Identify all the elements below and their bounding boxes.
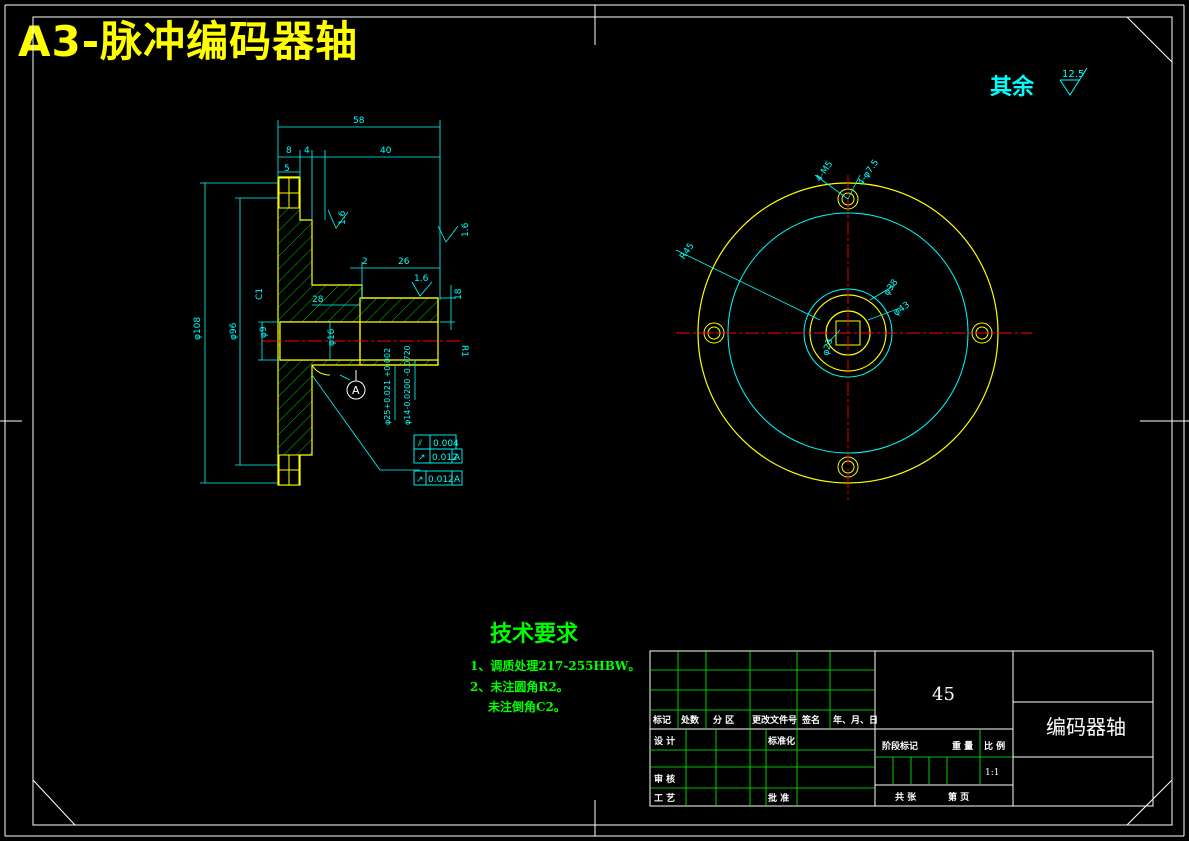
part-name: 编码器轴 bbox=[1046, 715, 1126, 739]
drawing-frame bbox=[0, 4, 1189, 837]
tol3-sym: ↗ bbox=[416, 475, 424, 485]
roughness-rest-value: 12.5 bbox=[1062, 69, 1084, 80]
dia-23: φ23 bbox=[821, 337, 835, 356]
rev-header-docno: 更改文件号 bbox=[752, 714, 797, 726]
chamfer-c1: C1 bbox=[255, 288, 265, 300]
roughness-rest-label: 其余 bbox=[990, 74, 1035, 100]
rev-header-mark: 标记 bbox=[652, 714, 671, 726]
label-weight: 重 量 bbox=[952, 740, 973, 752]
roughness-symbols bbox=[327, 209, 459, 297]
rev-header-sign: 签名 bbox=[801, 714, 820, 726]
label-design: 设 计 bbox=[654, 735, 675, 747]
tol3-value: 0.012 bbox=[428, 475, 454, 485]
dia-43: φ43 bbox=[892, 300, 912, 318]
dia-108: φ108 bbox=[193, 317, 203, 340]
dia-9: φ9 bbox=[259, 326, 269, 338]
fit-25: φ25+0.021 +0.002 bbox=[383, 348, 392, 425]
label-approve: 批 准 bbox=[768, 792, 789, 804]
rev-header-date: 年、月、日 bbox=[833, 714, 878, 726]
rev-header-zone: 分 区 bbox=[713, 714, 734, 726]
label-holes-2: 4-φ7.5 bbox=[856, 158, 881, 188]
section-dimensions bbox=[200, 120, 455, 484]
roughness-3: 1.6 bbox=[461, 222, 471, 237]
end-view bbox=[675, 174, 1032, 500]
label-stage: 阶段标记 bbox=[882, 740, 918, 752]
roughness-2: 1.6 bbox=[338, 210, 348, 225]
technical-requirements: 技术要求 1、调质处理217-255HBW。 2、未注圆角R2。 未注倒角C2。 bbox=[470, 621, 640, 714]
label-standardize: 标准化 bbox=[767, 735, 795, 747]
tech-req-line-3: 未注倒角C2。 bbox=[487, 699, 566, 714]
tol2-sym: ↗ bbox=[418, 453, 426, 463]
tol2-datum: A bbox=[454, 453, 461, 463]
dim-40: 40 bbox=[380, 146, 392, 156]
dim-5: 5 bbox=[284, 164, 290, 174]
label-holes-1: 4-M5 bbox=[814, 160, 835, 184]
material-value: 45 bbox=[932, 684, 955, 705]
dim-r1: R1 bbox=[459, 345, 469, 357]
dia-16: φ16 bbox=[327, 328, 337, 346]
section-dim-texts: 58 8 4 5 40 2 26 28 1.6 φ108 φ96 φ9 φ16 … bbox=[193, 116, 469, 425]
label-ratio: 比 例 bbox=[984, 740, 1005, 752]
dia-96: φ96 bbox=[229, 322, 239, 340]
dim-18: 18 bbox=[454, 288, 464, 300]
title-block: 45 编码器轴 1:1 标记 处数 分 区 更改文件号 签名 年、月、日 设 计… bbox=[649, 650, 1154, 807]
tech-req-heading: 技术要求 bbox=[490, 621, 578, 647]
dim-4: 4 bbox=[304, 146, 310, 156]
tol1-value: 0.004 bbox=[433, 439, 459, 449]
dim-26: 26 bbox=[398, 257, 410, 267]
dia-38: φ38 bbox=[882, 278, 900, 298]
label-sheet-no: 第 页 bbox=[948, 791, 969, 803]
roughness-rest: 其余 12.5 bbox=[990, 67, 1088, 100]
section-view bbox=[262, 176, 462, 486]
label-process: 工 艺 bbox=[654, 792, 675, 804]
label-check: 审 核 bbox=[654, 773, 675, 785]
tol2-value: 0.012 bbox=[432, 453, 458, 463]
tech-req-line-2: 2、未注圆角R2。 bbox=[470, 679, 569, 694]
ratio-value: 1:1 bbox=[985, 768, 999, 778]
tech-req-line-1: 1、调质处理217-255HBW。 bbox=[470, 658, 640, 673]
drawing-title: A3-脉冲编码器轴 bbox=[18, 17, 359, 66]
dim-2: 2 bbox=[362, 257, 368, 267]
fit-14: φ14-0.0200 -0.0720 bbox=[403, 345, 412, 425]
dim-58: 58 bbox=[353, 116, 365, 126]
datum-a-label: A bbox=[352, 384, 360, 397]
tolerance-frames bbox=[413, 434, 463, 486]
label-total-sheets: 共 张 bbox=[895, 791, 917, 803]
datum-a: A bbox=[346, 370, 366, 400]
dim-8: 8 bbox=[286, 146, 292, 156]
tol1-sym: ⫽ bbox=[417, 439, 422, 449]
dim-28: 28 bbox=[312, 295, 324, 305]
rev-header-count: 处数 bbox=[680, 714, 700, 726]
roughness-1: 1.6 bbox=[414, 274, 429, 284]
tol3-datum: A bbox=[454, 475, 461, 485]
